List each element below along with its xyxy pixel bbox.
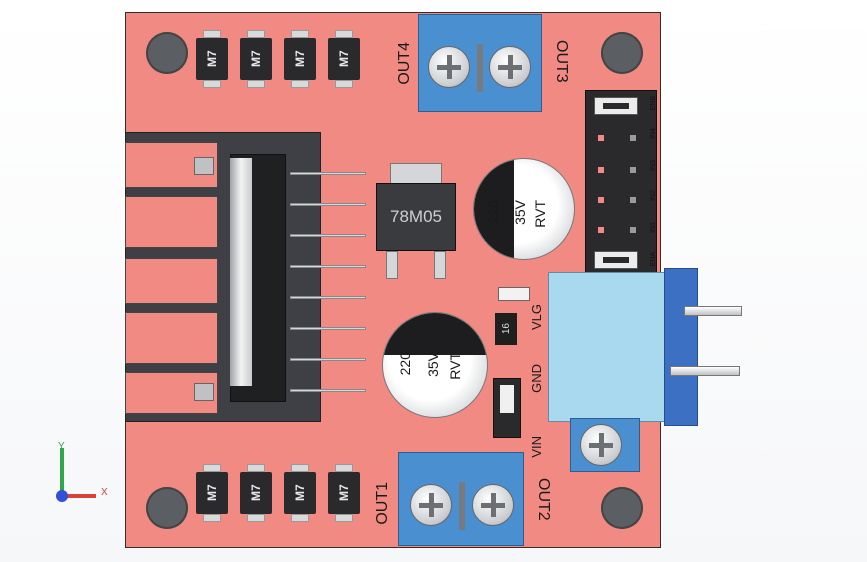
terminal-screw-icon[interactable] <box>472 484 514 526</box>
header-pin <box>630 167 636 173</box>
capacitor-bottom-type: RVT <box>447 352 463 380</box>
diode-label: M7 <box>205 50 219 68</box>
terminal-screw-icon[interactable] <box>489 46 531 88</box>
regulator-78m05[interactable]: 78M05 <box>376 183 456 251</box>
regulator-tab <box>390 163 442 185</box>
heatsink-slot <box>125 312 218 364</box>
pin-header[interactable] <box>585 90 657 274</box>
label-out1: OUT1 <box>374 482 391 525</box>
heatsink-tab-top <box>194 157 214 175</box>
small-chip[interactable]: 16 <box>495 313 517 345</box>
ic-lead <box>290 203 366 206</box>
capacitor-top-rating: 35V <box>512 200 528 225</box>
power-jumper[interactable] <box>493 378 521 438</box>
mounting-hole-bottom-left <box>146 487 188 529</box>
ic-lead <box>290 172 366 175</box>
label-enb: ENB <box>650 96 657 111</box>
diode-top-3: M7 <box>284 30 316 88</box>
ic-lead <box>290 389 366 392</box>
header-pin <box>630 135 636 141</box>
label-in3: IN3 <box>650 160 657 171</box>
ic-lead <box>290 234 366 237</box>
heatsink-slot <box>125 258 218 304</box>
connector-side <box>664 268 698 426</box>
axis-y-label: Y <box>58 441 65 452</box>
label-out2: OUT2 <box>535 478 552 521</box>
diode-label: M7 <box>205 484 219 502</box>
capacitor-bottom-rating: 35V <box>425 352 441 377</box>
capacitor-top-type: RVT <box>532 200 548 228</box>
terminal-screw-icon[interactable] <box>410 484 452 526</box>
terminal-divider <box>477 44 483 92</box>
mounting-hole-top-left <box>146 32 188 74</box>
jumper-ena[interactable] <box>594 251 638 269</box>
capacitor-top[interactable] <box>473 158 575 260</box>
diode-bottom-1: M7 <box>196 464 228 522</box>
ic-lead <box>290 358 366 361</box>
capacitor-top-value: 220 <box>485 200 501 224</box>
label-out4: OUT4 <box>396 42 413 85</box>
diode-label: M7 <box>337 484 351 502</box>
ic-lead <box>290 296 366 299</box>
label-in4: IN4 <box>650 128 657 139</box>
mounting-hole-top-right <box>601 32 643 74</box>
capacitor-bottom-value: 220 <box>397 352 413 376</box>
label-vin: VIN <box>529 436 544 458</box>
driver-ic-front <box>230 158 252 386</box>
axis-y-line <box>60 448 64 494</box>
diode-label: M7 <box>293 484 307 502</box>
diode-top-2: M7 <box>240 30 272 88</box>
header-pin <box>598 167 604 173</box>
label-ena: ENA <box>650 252 657 267</box>
diode-bottom-2: M7 <box>240 464 272 522</box>
diode-top-1: M7 <box>196 30 228 88</box>
label-in2: IN2 <box>650 190 657 201</box>
terminal-screw-icon[interactable] <box>428 46 470 88</box>
terminal-divider <box>459 482 465 530</box>
axis-x-line <box>62 494 96 498</box>
small-chip-label: 16 <box>500 323 512 335</box>
capacitor-bottom[interactable] <box>382 312 488 418</box>
label-gnd: GND <box>529 364 544 393</box>
header-pin <box>598 135 604 141</box>
header-pin <box>630 197 636 203</box>
label-out3: OUT3 <box>553 40 570 83</box>
label-in1: IN1 <box>650 222 657 233</box>
smd-resistor <box>498 287 530 301</box>
terminal-screw-icon[interactable] <box>580 424 622 466</box>
connector-body[interactable] <box>548 272 678 422</box>
heatsink-tab-bottom <box>194 383 214 401</box>
ic-lead <box>290 327 366 330</box>
axis-x-label: X <box>101 487 108 498</box>
regulator-label: 78M05 <box>390 207 442 226</box>
header-pin <box>630 227 636 233</box>
diode-label: M7 <box>337 50 351 68</box>
connector-pin <box>670 366 740 376</box>
regulator-leg <box>386 251 398 279</box>
diode-label: M7 <box>249 50 263 68</box>
header-pin <box>598 197 604 203</box>
diode-bottom-3: M7 <box>284 464 316 522</box>
header-pin <box>598 227 604 233</box>
mounting-hole-bottom-right <box>601 487 643 529</box>
label-vlg: VLG <box>529 304 544 331</box>
diode-label: M7 <box>293 50 307 68</box>
axis-origin-icon <box>56 490 68 502</box>
diode-label: M7 <box>249 484 263 502</box>
diode-top-4: M7 <box>328 30 360 88</box>
regulator-leg <box>434 251 446 279</box>
connector-pin <box>684 306 742 316</box>
diode-bottom-4: M7 <box>328 464 360 522</box>
ic-lead <box>290 265 366 268</box>
power-jumper-cap <box>500 385 514 413</box>
jumper-enb[interactable] <box>594 97 638 115</box>
heatsink-slot <box>125 196 218 248</box>
